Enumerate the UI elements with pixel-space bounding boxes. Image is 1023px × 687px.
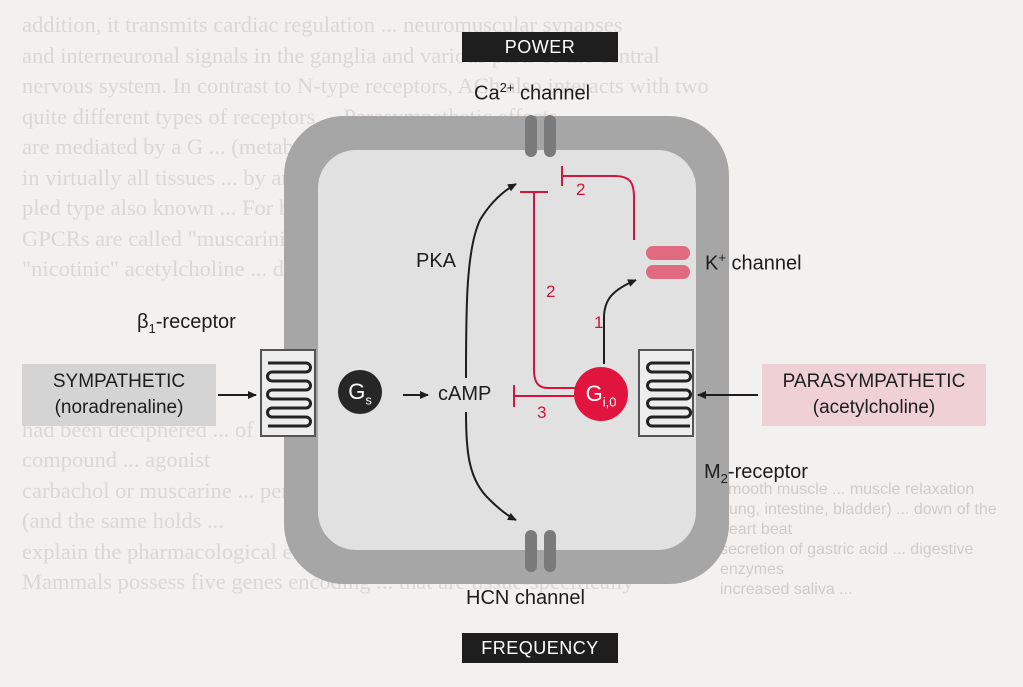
parasympathetic-transmitter: (acetylcholine)	[812, 397, 936, 418]
sympathetic-title: SYMPATHETIC	[52, 371, 186, 392]
pathway-number-2-middle: 2	[546, 282, 556, 301]
bg-table-line: secretion of gastric acid ... digestive …	[720, 541, 974, 578]
k-channel-bottom-subunit	[646, 265, 690, 279]
bg-table-line: smooth muscle ... muscle relaxation	[720, 481, 975, 498]
pathway-number-3: 3	[537, 403, 547, 422]
sympathetic-box: SYMPATHETIC (noradrenaline)	[22, 364, 216, 426]
frequency-header: FREQUENCY	[462, 633, 618, 663]
ca-channel-right-subunit	[544, 115, 556, 157]
k-channel-label: K+ channel	[705, 250, 802, 275]
hcn-channel-left-subunit	[525, 530, 537, 572]
bg-table-line: increased saliva ...	[720, 581, 853, 598]
receptor-helix-icon	[266, 361, 312, 428]
bg-line: (and the same holds ...	[22, 508, 224, 533]
ca-channel-left-subunit	[525, 115, 537, 157]
pathway-number-2-upper: 2	[576, 180, 586, 199]
pka-label: PKA	[416, 250, 457, 272]
parasympathetic-title: PARASYMPATHETIC	[782, 371, 966, 392]
bg-table-line: (lung, intestine, bladder) ... down of t…	[720, 501, 997, 538]
hcn-channel-right-subunit	[544, 530, 556, 572]
beta1-receptor-label: β1-receptor	[137, 311, 236, 336]
receptor-helix-icon	[646, 361, 692, 428]
power-header: POWER	[462, 32, 618, 62]
sympathetic-transmitter: (noradrenaline)	[54, 397, 184, 418]
pathway-number-1: 1	[594, 313, 604, 332]
k-channel-top-subunit	[646, 246, 690, 260]
bg-table-text: smooth muscle ... muscle relaxation (lun…	[720, 480, 1023, 600]
gs-protein: Gs	[338, 370, 382, 414]
parasympathetic-box: PARASYMPATHETIC (acetylcholine)	[762, 364, 986, 426]
bg-line: nervous system. In contrast to N-type re…	[22, 73, 709, 98]
ca-channel-label: Ca2+ channel	[474, 80, 591, 105]
m2-receptor-label: M2-receptor	[704, 461, 808, 486]
m2-receptor	[638, 349, 694, 437]
camp-label: cAMP	[438, 383, 492, 405]
hcn-channel-label: HCN channel	[466, 587, 585, 609]
bg-line: compound ... agonist	[22, 447, 211, 472]
beta1-receptor	[260, 349, 316, 437]
gi-protein: Gi,0	[574, 367, 628, 421]
